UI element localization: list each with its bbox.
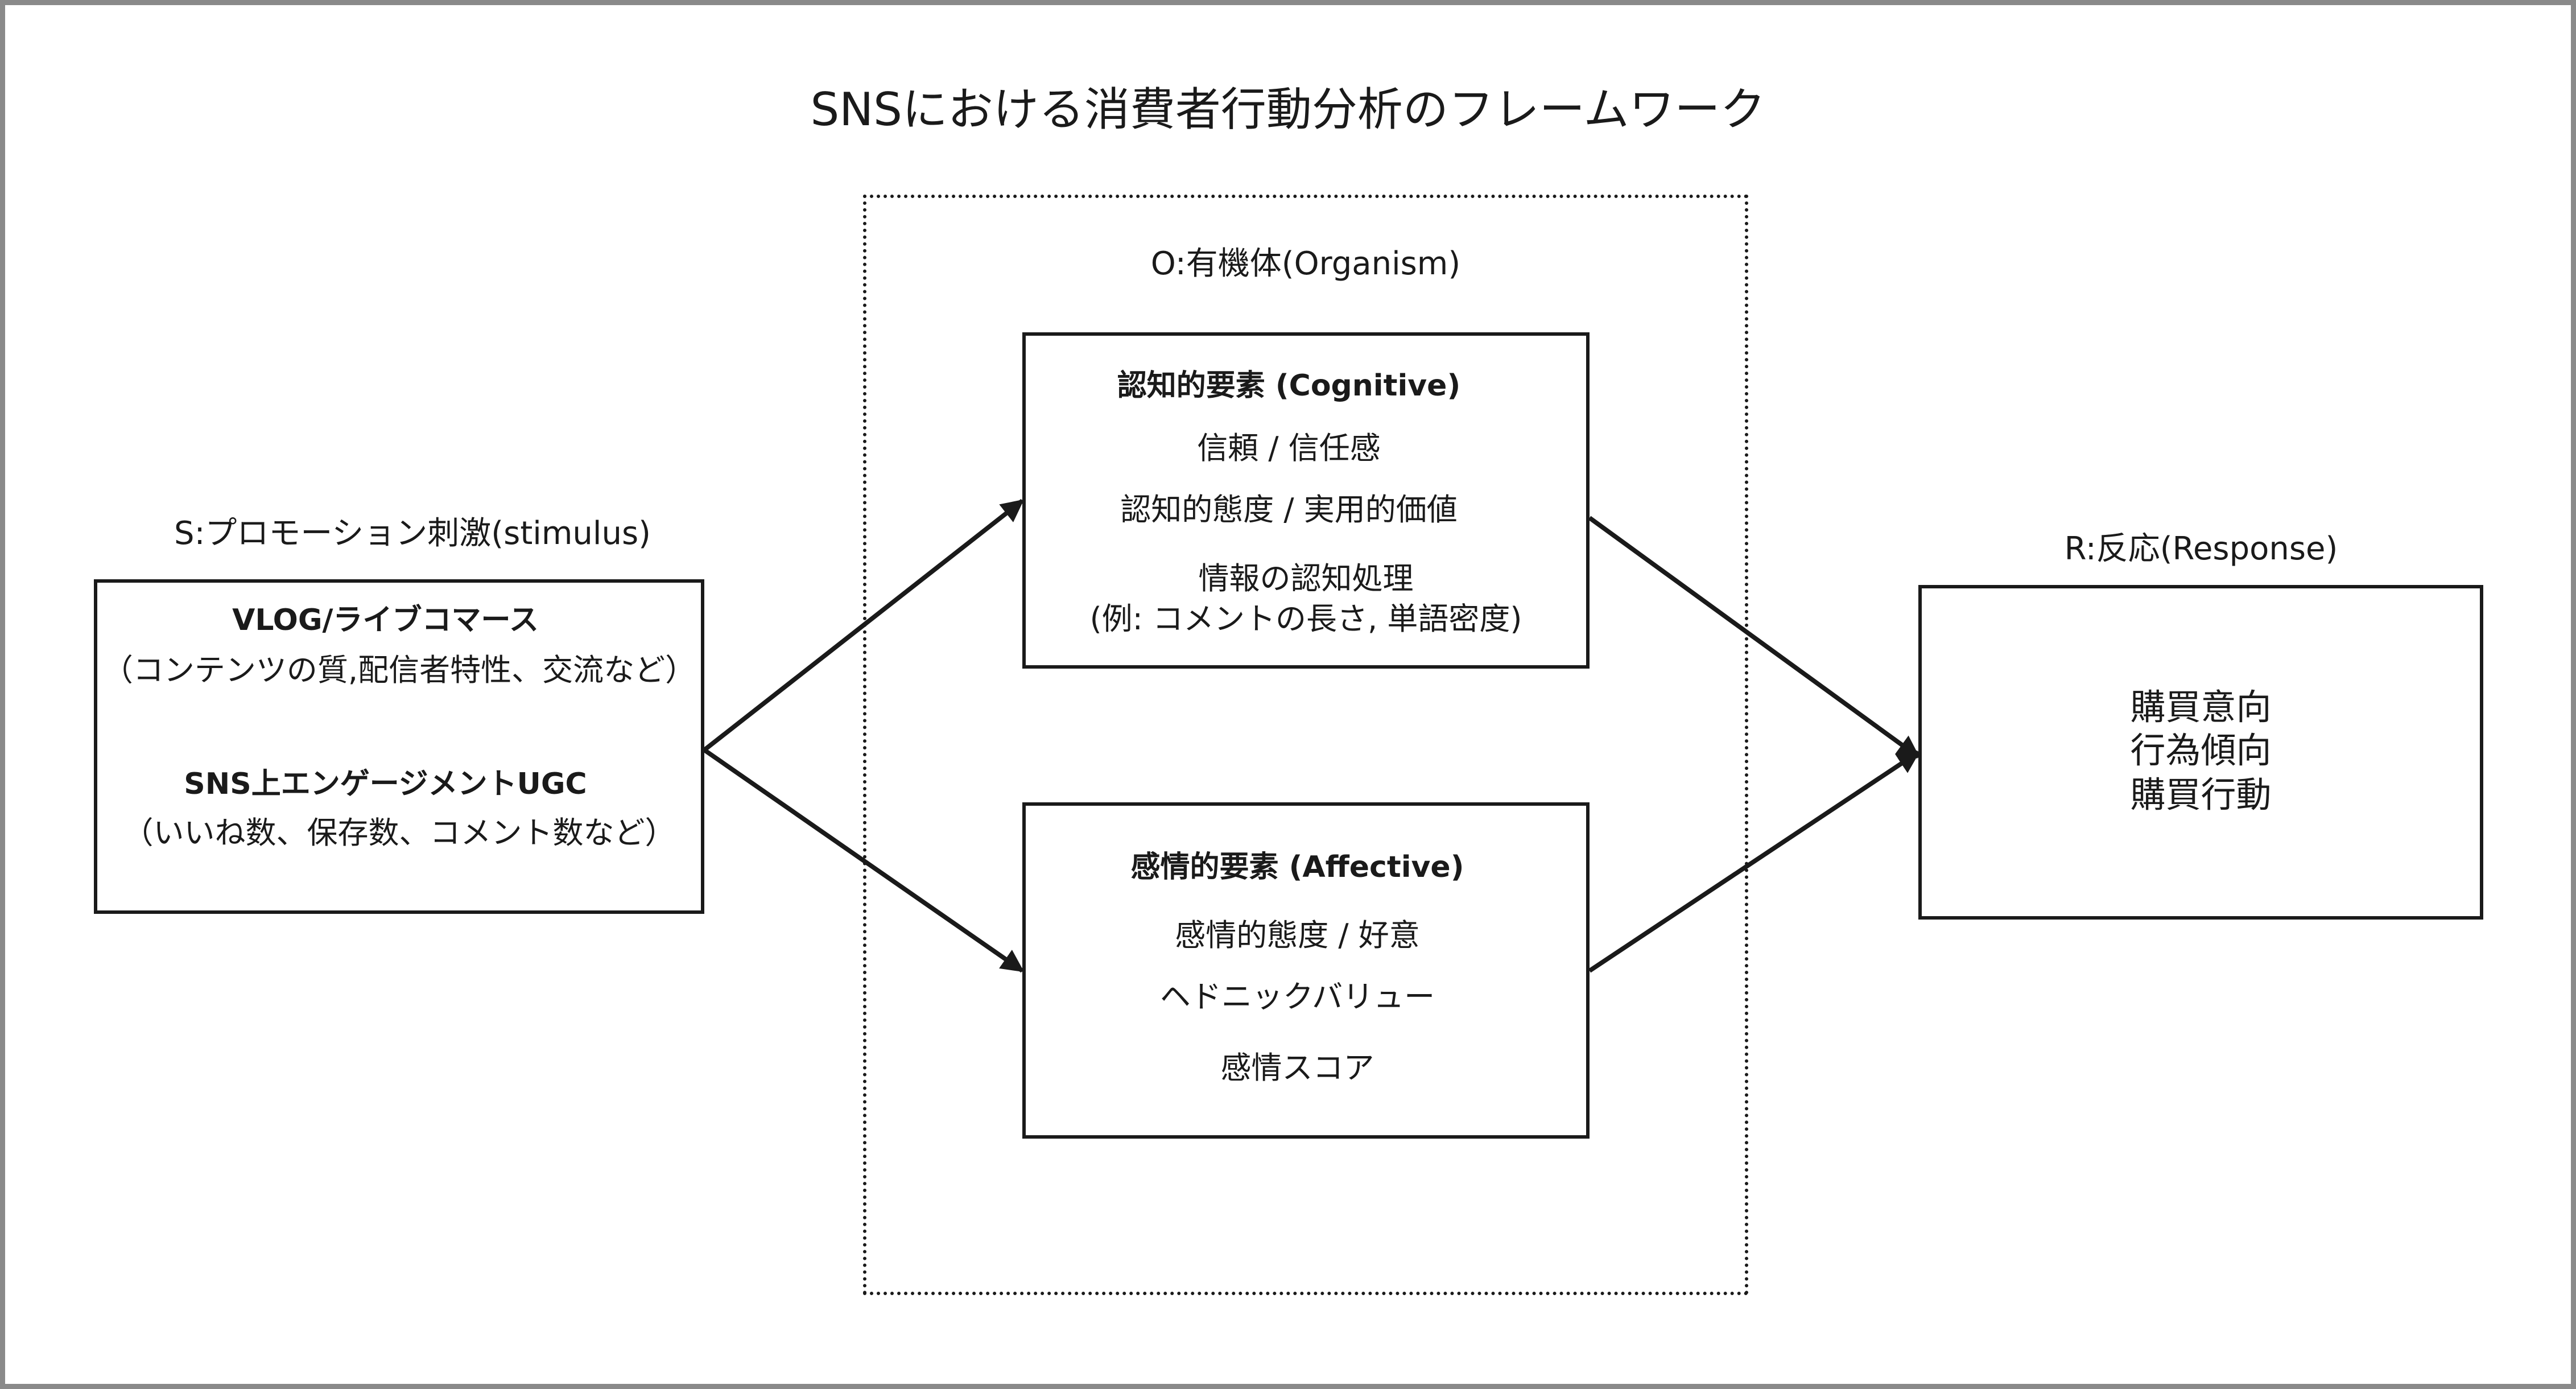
organism-container (863, 195, 1748, 1295)
stimulus-label: S:プロモーション刺激(stimulus) (174, 515, 651, 552)
affective-item: ヘドニックバリュー (1159, 979, 1435, 1015)
cognitive-item: 認知的態度 / 実用的価値 (1120, 492, 1458, 527)
affective-box: 感情的要素 (Affective) 感情的態度 / 好意 ヘドニックバリュー 感… (1022, 802, 1590, 1139)
cognitive-box: 認知的要素 (Cognitive) 信頼 / 信任感 認知的態度 / 実用的価値… (1022, 332, 1590, 669)
affective-item: 感情的態度 / 好意 (1175, 917, 1420, 953)
cognitive-heading: 認知的要素 (Cognitive) (1117, 369, 1461, 403)
response-box: 購買意向 行為傾向 購買行動 (1918, 585, 2483, 920)
arrow-stimulus-to-affective (703, 748, 1025, 973)
stimulus-box: VLOG/ライブコマース （コンテンツの質,配信者特性、交流など） SNS上エン… (94, 579, 704, 914)
diagram-title: SNSにおける消費者行動分析のフレームワーク (810, 83, 1766, 136)
stimulus-item2-detail: （いいね数、保存数、コメント数など） (122, 815, 676, 851)
arrow-stimulus-to-cognitive (703, 498, 1025, 752)
affective-item: 感情スコア (1220, 1050, 1374, 1086)
stimulus-item2-heading: SNS上エンゲージメントUGC (184, 767, 587, 801)
affective-heading: 感情的要素 (Affective) (1130, 850, 1464, 884)
response-item: 購買行動 (2130, 774, 2272, 815)
stimulus-item1-detail: （コンテンツの質,配信者特性、交流など） (102, 652, 696, 688)
cognitive-item: (例: コメントの長さ, 単語密度) (1089, 601, 1522, 637)
organism-label: O:有機体(Organism) (1150, 245, 1461, 282)
stimulus-item1-heading: VLOG/ライブコマース (232, 603, 539, 637)
response-label: R:反応(Response) (2064, 530, 2338, 567)
cognitive-item: 信頼 / 信任感 (1197, 430, 1381, 466)
cognitive-item: 情報の認知処理 (1198, 560, 1414, 596)
arrow-affective-to-response (1588, 750, 1921, 973)
response-item: 購買意向 (2130, 686, 2272, 728)
arrow-cognitive-to-response (1588, 516, 1921, 759)
response-item: 行為傾向 (2130, 729, 2272, 771)
